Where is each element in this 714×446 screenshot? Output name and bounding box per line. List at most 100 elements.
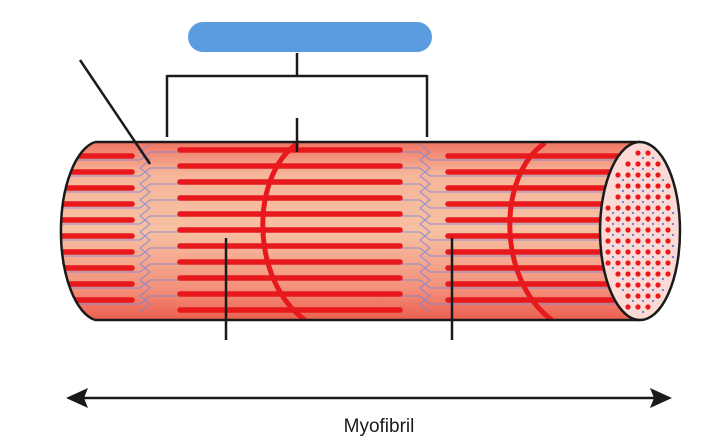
length-arrow: [66, 388, 672, 408]
thick-filament-dot: [665, 238, 671, 244]
thick-filament-dot: [625, 304, 631, 310]
thin-filament-dot: [641, 299, 645, 303]
thin-filament-dot: [631, 288, 635, 292]
m-line-bands: [260, 142, 554, 320]
pointer-lines: [78, 59, 454, 340]
thick-filament-dot: [665, 183, 671, 189]
thick-filament-dot: [625, 161, 631, 167]
thin-filament-dot: [641, 233, 645, 237]
thick-filament-dot: [625, 238, 631, 244]
thick-filament-dot: [645, 238, 651, 244]
thin-filament-dot: [621, 189, 625, 193]
thin-filament-dot: [621, 266, 625, 270]
thick-filament-dot: [625, 194, 631, 200]
thick-filament-dot: [635, 161, 641, 167]
thin-filament-dot: [611, 244, 615, 248]
pointer-z-disc: [78, 59, 152, 165]
thick-filament-dot: [645, 183, 651, 189]
thin-filament-dot: [631, 167, 635, 171]
thick-filament-dot: [625, 282, 631, 288]
thin-filament-dot: [621, 288, 625, 292]
thin-filament-dot: [651, 200, 655, 204]
thick-filament-dot: [625, 183, 631, 189]
thin-filament-dot: [661, 189, 665, 193]
thin-filament-dot: [641, 156, 645, 160]
thin-filament-dot: [671, 244, 675, 248]
thin-filament-dot: [641, 288, 645, 292]
thin-filament-dot: [661, 178, 665, 182]
thick-filament-dot: [605, 205, 611, 211]
faded-label-remnant: [44, 42, 100, 48]
thin-filament-dot: [621, 200, 625, 204]
thin-filament-dot: [651, 178, 655, 182]
thick-filament-dot: [645, 194, 651, 200]
thin-filament-dot: [621, 222, 625, 226]
thick-filament-dot: [655, 249, 661, 255]
thin-filament-dot: [641, 167, 645, 171]
thin-filament-dot: [611, 255, 615, 259]
thin-filament-dot: [661, 277, 665, 281]
thin-filament-dot: [641, 266, 645, 270]
thin-filament-dot: [661, 222, 665, 226]
thick-filament-dot: [615, 227, 621, 233]
thin-filament-dot: [651, 299, 655, 303]
thick-filament-dot: [625, 249, 631, 255]
thick-filament-dot: [655, 260, 661, 266]
thick-filament-dot: [605, 260, 611, 266]
thin-filament-dot: [661, 200, 665, 204]
thick-filament-dot: [635, 194, 641, 200]
thick-filament-dot: [645, 216, 651, 222]
thin-filament-dot: [641, 211, 645, 215]
thick-filament-dot: [645, 249, 651, 255]
thick-filament-dot: [625, 216, 631, 222]
thick-filament-dot: [635, 183, 641, 189]
thick-filament-dot: [655, 238, 661, 244]
thick-filament-dot: [635, 304, 641, 310]
thin-filament-dot: [651, 244, 655, 248]
thick-filament-dot: [635, 227, 641, 233]
thick-filament-dot: [635, 260, 641, 266]
thick-filament-dot: [615, 271, 621, 277]
thick-filament-dot: [655, 194, 661, 200]
thin-filament-dot: [641, 178, 645, 182]
thin-filament-dot: [641, 277, 645, 281]
thick-filament-dot: [645, 293, 651, 299]
thick-filament-dot: [615, 183, 621, 189]
thin-filament-dot: [661, 233, 665, 237]
thick-filament-dot: [635, 271, 641, 277]
thin-filament-dot: [621, 211, 625, 215]
thin-filament-dot: [661, 288, 665, 292]
thick-filament-dot: [625, 271, 631, 277]
thin-filament-dot: [621, 233, 625, 237]
thin-filament-dot: [651, 211, 655, 215]
thin-filament-dot: [611, 211, 615, 215]
thick-filament-dot: [655, 227, 661, 233]
thick-filament-dot: [635, 282, 641, 288]
thick-filament-dot: [645, 205, 651, 211]
thick-filament-dot: [655, 293, 661, 299]
thick-filament-dot: [665, 260, 671, 266]
thin-filament-dot: [631, 299, 635, 303]
thin-filament-dot: [631, 266, 635, 270]
thin-filament-dot: [651, 189, 655, 193]
thin-filament-dot: [651, 266, 655, 270]
thick-filament-dot: [655, 161, 661, 167]
thin-filament-dot: [611, 222, 615, 226]
thick-filament-dot: [635, 293, 641, 299]
label-box-sarcomere: [188, 22, 432, 52]
thin-filament-dot: [651, 167, 655, 171]
thin-filament-dot: [631, 200, 635, 204]
thin-filament-dot: [621, 255, 625, 259]
thin-filament-dot: [631, 178, 635, 182]
thick-filament-dot: [665, 205, 671, 211]
thick-filament-dot: [615, 238, 621, 244]
thick-filament-dot: [605, 216, 611, 222]
thick-filament-dot: [615, 205, 621, 211]
thin-filament-dot: [641, 189, 645, 193]
thick-filament-dot: [625, 172, 631, 178]
thin-filament-dot: [671, 233, 675, 237]
thick-filament-dot: [605, 227, 611, 233]
thick-filament-dot: [665, 194, 671, 200]
thick-filament-dot: [625, 293, 631, 299]
